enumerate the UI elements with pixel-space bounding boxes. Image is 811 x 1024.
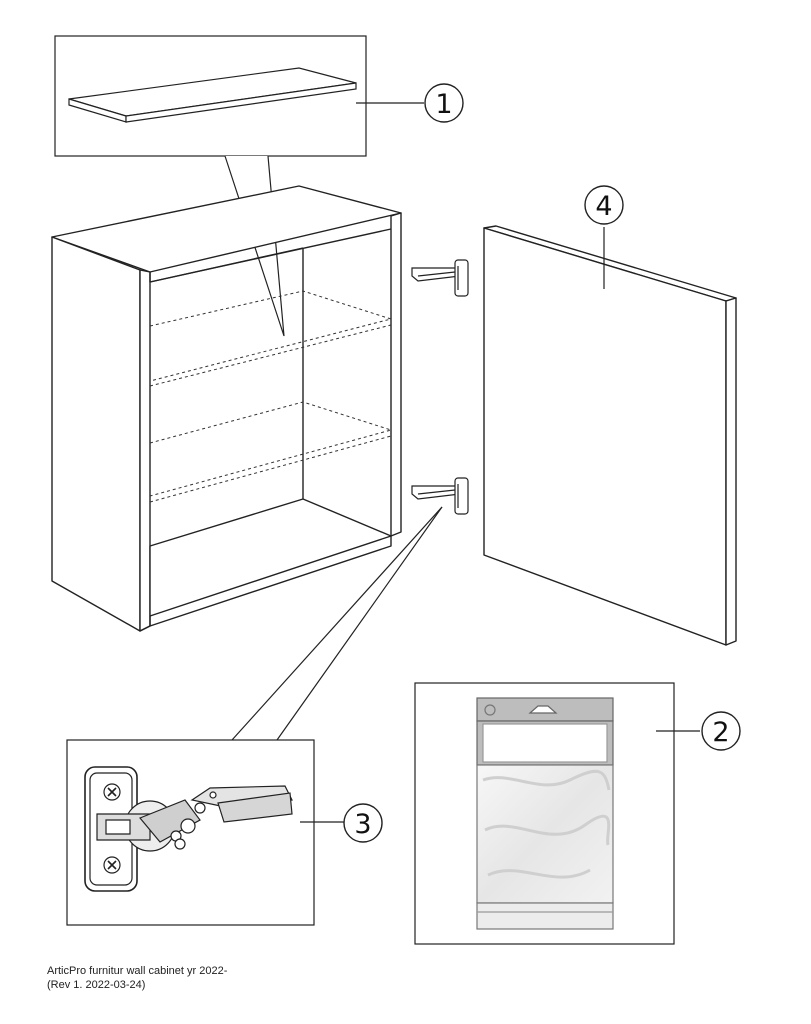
footer-caption: ArticPro furnitur wall cabinet yr 2022- …: [47, 964, 227, 992]
hardware-bag: [476, 697, 614, 930]
shelf-positions-dashed: [149, 290, 393, 503]
hinge-detail-leader: [231, 506, 443, 741]
callout-2: 2: [701, 711, 741, 751]
callout-3-label: 3: [354, 809, 371, 840]
callout-1-label: 1: [435, 89, 452, 120]
callout-4: 4: [584, 185, 624, 225]
detail-box-hinge: [66, 739, 344, 926]
callout-3: 3: [343, 803, 383, 843]
cabinet-door: [483, 225, 737, 646]
concealed-hinge: [84, 766, 293, 892]
shelf-panel: [68, 67, 357, 123]
cabinet-carcass: [51, 185, 402, 632]
callout-2-label: 2: [712, 717, 729, 748]
detail-box-bag: [414, 682, 700, 945]
footer-line-2: (Rev 1. 2022-03-24): [47, 979, 146, 991]
detail-box-shelf: [54, 35, 424, 337]
hinge-plate-top: [411, 259, 469, 297]
callout-1: 1: [424, 83, 464, 123]
footer-line-1: ArticPro furnitur wall cabinet yr 2022-: [47, 965, 228, 977]
callout-4-label: 4: [595, 191, 612, 222]
hinge-plate-bottom: [411, 477, 469, 515]
